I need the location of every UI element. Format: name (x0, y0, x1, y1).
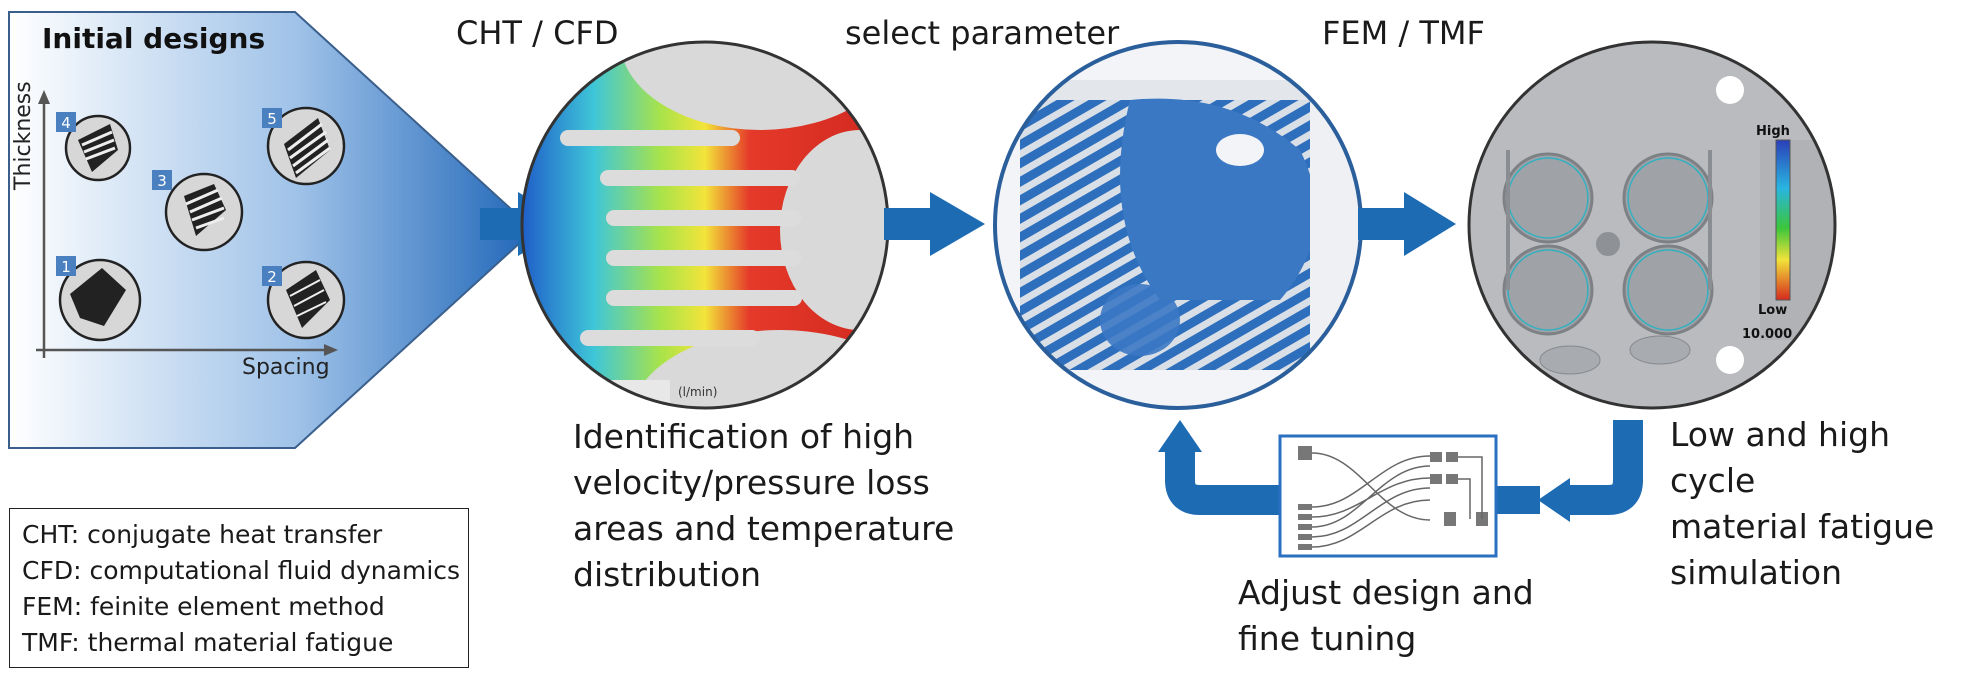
y-axis-arrow-icon (38, 90, 50, 104)
adjust-design-box (1278, 434, 1498, 558)
svg-text:3: 3 (157, 172, 167, 190)
design-thumb-3: 3 (152, 170, 244, 252)
svg-text:2: 2 (267, 268, 277, 286)
fem-scale-value: 10.000 (1742, 327, 1792, 342)
initial-designs-panel: Initial designs Thickness Spacing 4 5 (8, 11, 536, 449)
identification-description: Identification of high velocity/pressure… (573, 417, 955, 594)
initial-designs-title: Initial designs (42, 22, 265, 55)
svg-text:1: 1 (61, 258, 71, 276)
design-thumb-5: 5 (262, 106, 346, 186)
svg-text:5: 5 (267, 110, 277, 128)
stage-title-fem-tmf: FEM / TMF (1322, 14, 1485, 52)
x-axis-arrow-icon (324, 344, 338, 356)
stage-title-cht-cfd: CHT / CFD (456, 14, 619, 52)
adjust-description: Adjust design and fine tuning (1238, 573, 1534, 658)
arrow-to-fem (1358, 192, 1456, 256)
stage-title-select-parameter: select parameter (845, 14, 1120, 52)
feedback-loop-arrow (1158, 420, 1643, 522)
fem-scale-low: Low (1758, 303, 1787, 318)
abbreviation-legend: CHT: conjugate heat transfer CFD: comput… (9, 508, 469, 668)
fem-result-image: High Low 10.000 (1467, 40, 1837, 410)
legend-item-cht: CHT: conjugate heat transfer (22, 520, 383, 549)
design-thumb-2: 2 (262, 260, 346, 340)
arrow-to-select (884, 192, 985, 256)
design-thumb-1: 1 (56, 256, 142, 342)
legend-item-cfd: CFD: computational fluid dynamics (22, 556, 461, 585)
design-thumb-4: 4 (56, 112, 132, 182)
fem-color-scale (1775, 139, 1791, 301)
parameter-selection-image (993, 40, 1363, 410)
fatigue-description: Low and high cycle material fatigue simu… (1670, 415, 1935, 592)
legend-item-tmf: TMF: thermal material fatigue (22, 628, 394, 657)
svg-text:4: 4 (61, 114, 71, 132)
spacing-axis-label: Spacing (242, 355, 330, 380)
cfd-unit-label: (l/min) (678, 385, 717, 399)
thickness-axis-label: Thickness (11, 81, 36, 191)
fem-scale-high: High (1756, 124, 1790, 139)
legend-item-fem: FEM: feinite element method (22, 592, 385, 621)
